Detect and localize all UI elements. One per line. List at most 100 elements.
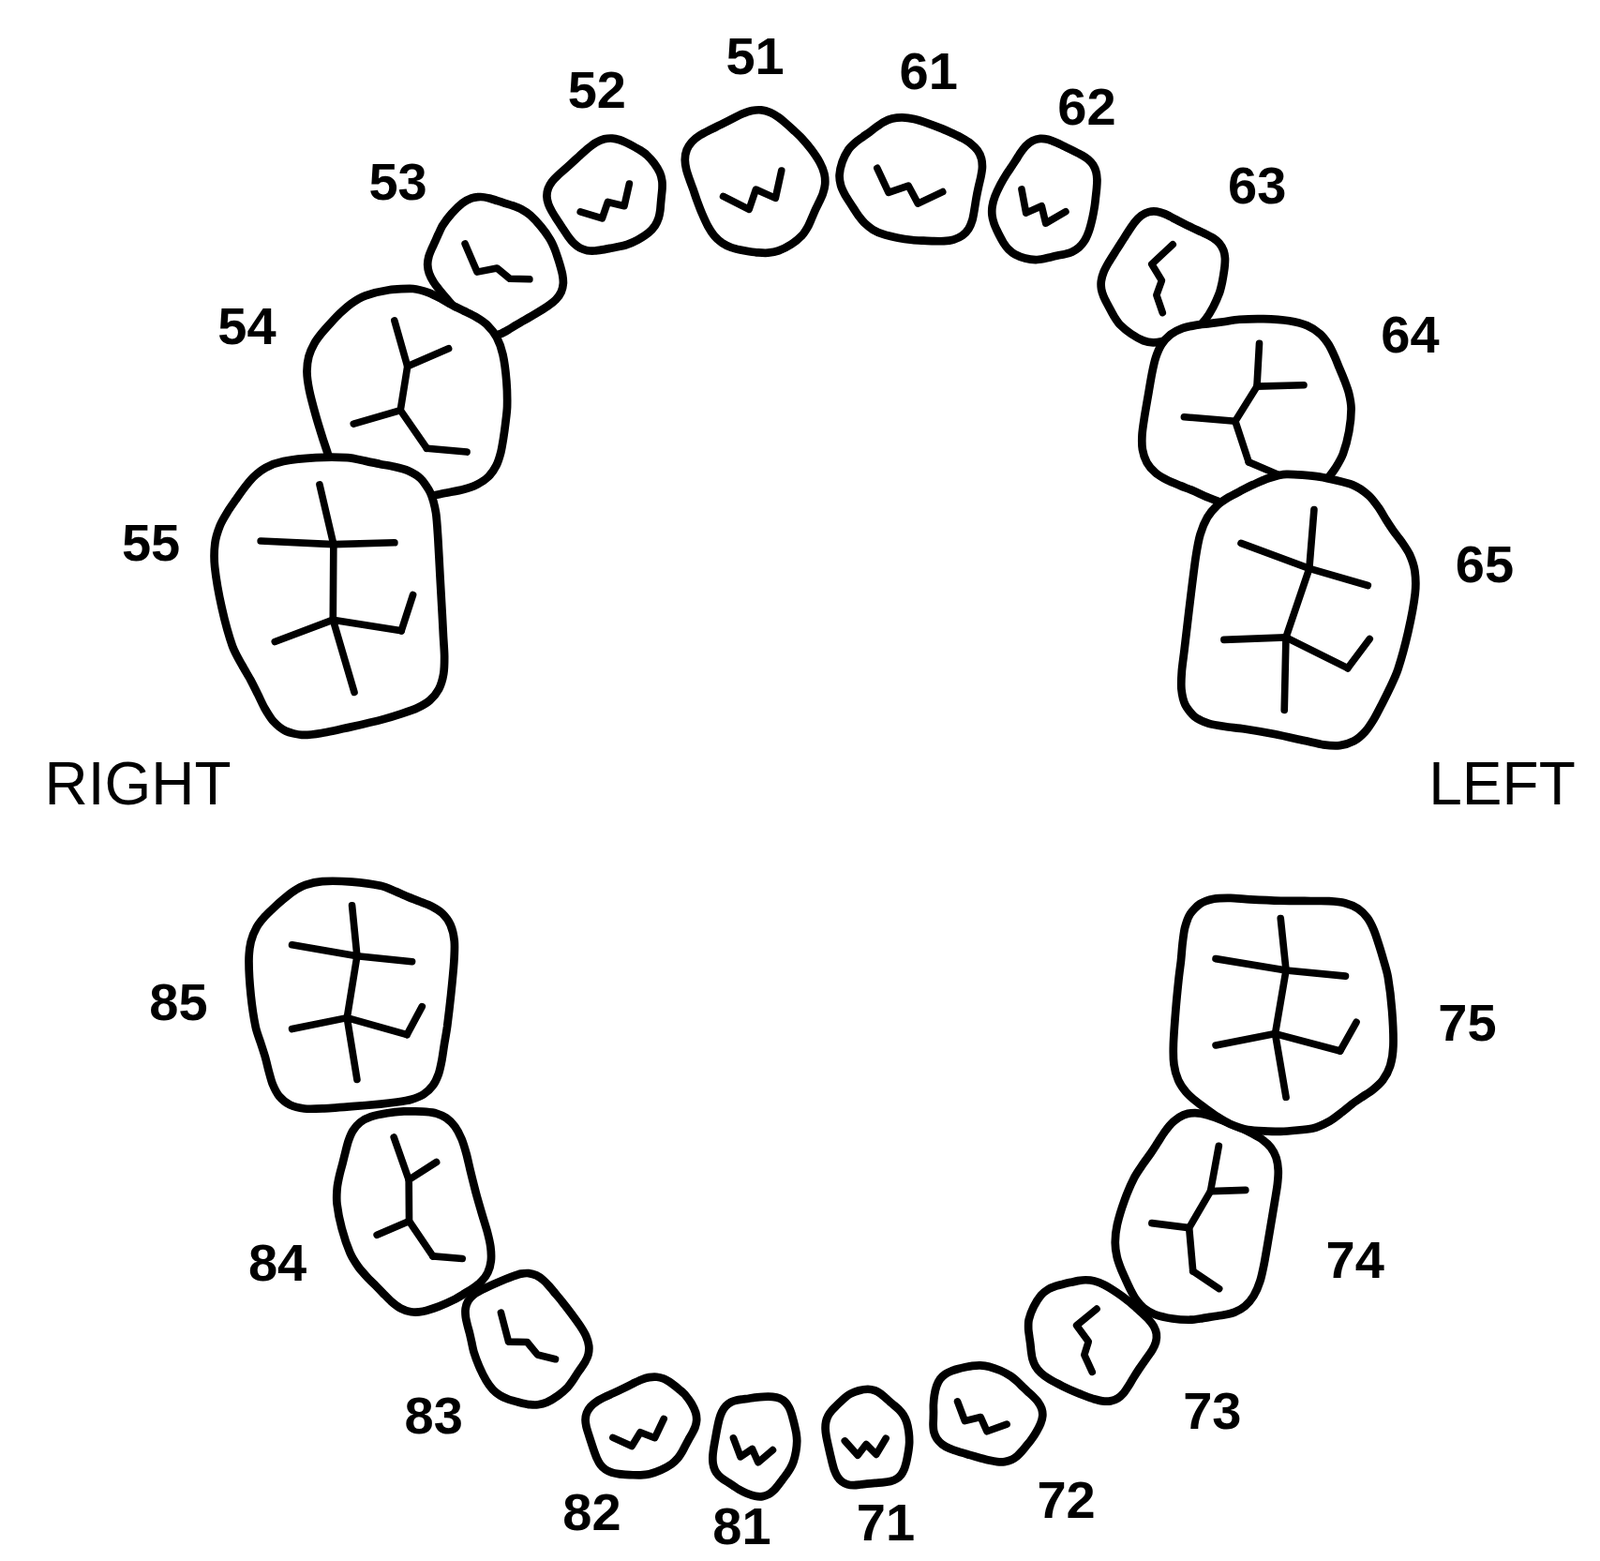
tooth-fissure	[1308, 568, 1370, 585]
tooth-number-box: 52	[568, 63, 627, 117]
tooth-outline	[201, 441, 464, 746]
tooth-number-box: 64	[1380, 308, 1439, 361]
tooth-number: 81	[712, 1499, 771, 1553]
tooth-number-box: 62	[1057, 80, 1116, 134]
tooth-fissure	[1224, 627, 1286, 651]
tooth-fissure	[1228, 341, 1270, 462]
tooth-fissure	[260, 530, 334, 554]
tooth-crown	[819, 1382, 917, 1491]
tooth-crown	[1097, 1099, 1299, 1339]
tooth-number: 85	[149, 975, 208, 1029]
tooth-number: 53	[368, 155, 427, 209]
tooth-fissure	[951, 1401, 1009, 1437]
tooth-number-box: 82	[562, 1485, 621, 1539]
tooth-number-box: 54	[217, 299, 276, 353]
tooth-number: 62	[1057, 80, 1116, 134]
tooth-outline	[248, 881, 454, 1109]
tooth-outline	[978, 129, 1114, 277]
tooth-number-box: 71	[856, 1495, 915, 1549]
tooth-fissure	[493, 1300, 555, 1375]
side-label-box: LEFT	[1428, 753, 1575, 814]
tooth-number: 52	[568, 63, 627, 117]
tooth-outline	[819, 1382, 917, 1491]
tooth-fissure	[870, 167, 944, 210]
tooth-crown	[201, 441, 464, 746]
tooth-outline	[1167, 458, 1434, 757]
tooth-fissure	[1133, 239, 1195, 313]
tooth-fissure	[292, 1017, 348, 1030]
tooth-number-box: 73	[1182, 1384, 1242, 1437]
tooth-fissure	[458, 226, 530, 302]
tooth-number: 84	[248, 1236, 307, 1289]
side-label-box: RIGHT	[44, 753, 231, 814]
tooth-fissure	[333, 536, 395, 552]
tooth-number-box: 85	[149, 975, 208, 1029]
tooth-fissure	[405, 348, 451, 367]
side-label: LEFT	[1428, 753, 1575, 814]
tooth-fissure	[1285, 970, 1346, 976]
tooth-number: 72	[1036, 1473, 1095, 1526]
tooth-number: 51	[725, 29, 784, 83]
tooth-number: 61	[899, 44, 958, 98]
tooth-crown	[666, 89, 849, 276]
tooth-fissure	[1274, 918, 1286, 1098]
tooth-number-box: 74	[1326, 1233, 1385, 1286]
tooth-crown	[248, 881, 454, 1109]
tooth-number-box: 53	[368, 155, 427, 209]
tooth-number: 54	[217, 299, 276, 353]
tooth-fissure	[1210, 1181, 1245, 1200]
tooth-number-box: 51	[725, 29, 784, 83]
tooth-fissure	[1151, 1217, 1190, 1233]
tooth-fissure	[1183, 412, 1235, 426]
tooth-fissure	[1060, 1303, 1121, 1372]
tooth-fissure	[426, 441, 467, 459]
tooth-crown	[446, 1256, 606, 1423]
tooth-number: 55	[121, 516, 180, 569]
tooth-crown	[826, 104, 994, 256]
tooth-outline	[666, 89, 849, 276]
tooth-fissure	[346, 1017, 407, 1035]
tooth-fissure	[580, 179, 639, 229]
tooth-fissure	[1282, 637, 1351, 669]
tooth-fissure	[1274, 1033, 1340, 1051]
tooth-fissure	[1347, 635, 1370, 671]
tooth-fissure	[406, 1006, 422, 1035]
tooth-number-box: 61	[899, 44, 958, 98]
tooth-outline	[1173, 897, 1394, 1132]
tooth-number-box: 81	[712, 1499, 771, 1553]
tooth-fissure	[1256, 376, 1304, 394]
tooth-number: 63	[1227, 159, 1286, 212]
tooth-number-box: 65	[1455, 538, 1514, 591]
tooth-fissure	[613, 1414, 670, 1454]
tooth-fissure	[1178, 1143, 1227, 1272]
tooth-fissure	[723, 164, 793, 221]
tooth-fissure	[357, 956, 413, 962]
tooth-fissure	[1340, 1021, 1357, 1051]
tooth-fissure	[1215, 1033, 1275, 1046]
tooth-fissure	[332, 610, 402, 640]
tooth-number-box: 84	[248, 1236, 307, 1289]
tooth-number: 74	[1326, 1233, 1385, 1286]
tooth-fissure	[387, 1135, 434, 1260]
tooth-number-box: 75	[1437, 996, 1496, 1049]
tooth-fissure	[1190, 1271, 1223, 1289]
tooth-number: 75	[1437, 996, 1496, 1049]
tooth-number-box: 63	[1227, 159, 1286, 212]
tooth-fissure	[272, 619, 335, 642]
tooth-number: 83	[404, 1389, 464, 1442]
tooth-fissure	[292, 944, 358, 957]
tooth-fissure	[1273, 508, 1320, 711]
tooth-fissure	[314, 483, 355, 694]
tooth-number: 82	[562, 1485, 621, 1539]
tooth-outline	[446, 1256, 606, 1423]
tooth-number-box: 83	[404, 1389, 464, 1442]
tooth-crown	[917, 1351, 1053, 1475]
tooth-number: 64	[1380, 308, 1439, 361]
tooth-number: 71	[856, 1495, 915, 1549]
tooth-fissure	[396, 595, 419, 631]
tooth-crown	[1167, 458, 1434, 757]
tooth-number-box: 55	[121, 516, 180, 569]
tooth-number: 73	[1182, 1384, 1242, 1437]
tooth-outline	[826, 104, 994, 256]
